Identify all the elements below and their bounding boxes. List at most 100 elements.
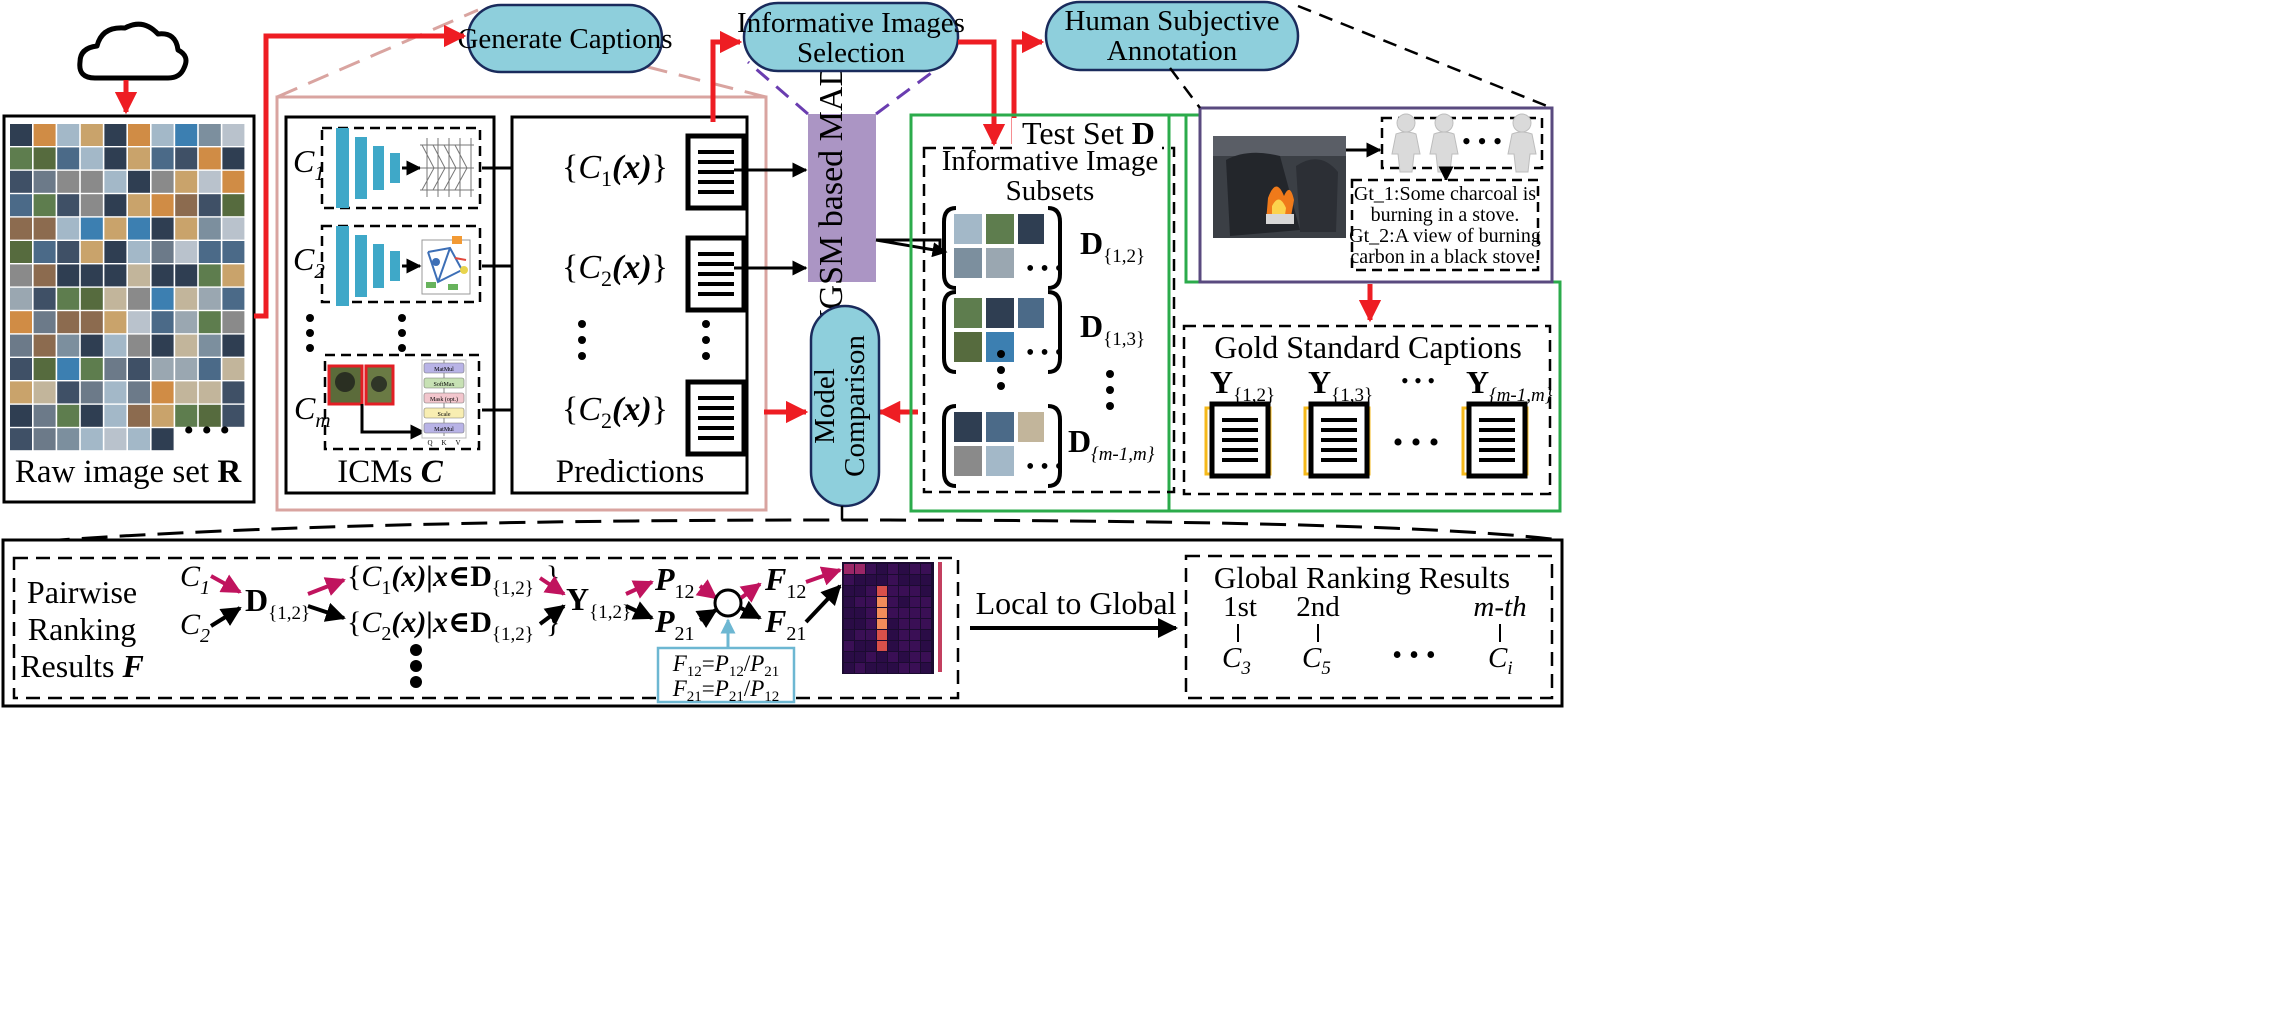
rank-2nd-label: 2nd [1296,591,1340,623]
photo-thumbnail [866,575,876,585]
photo-thumbnail [198,147,221,170]
photo-thumbnail [855,597,865,607]
rank-more-dots: • • • [1392,640,1435,671]
photo-thumbnail [57,404,80,427]
gold-title-dots: • • • [1401,368,1435,393]
photo-thumbnail [921,652,931,662]
photo-thumbnail [899,564,909,574]
raw-to-generate-captions-arrow [254,24,467,319]
photo-thumbnail [33,264,56,287]
photo-thumbnail [175,404,198,427]
photo-thumbnail [33,358,56,380]
photo-thumbnail [844,630,854,640]
svg-text:F12=P12/P21: F12=P12/P21 [672,651,780,680]
photo-thumbnail [57,334,80,357]
svg-text:F21: F21 [764,603,806,645]
photo-thumbnail [128,194,150,217]
raw-image-more-dots: • • • [183,414,230,447]
icm-c1-rnn-decoder [420,138,474,197]
photo-thumbnail [128,264,150,287]
rank-2nd-model: C5 [1302,642,1331,679]
photo-thumbnail [899,586,909,596]
photo-thumbnail [128,287,150,310]
photo-thumbnail [855,564,865,574]
photo-thumbnail [33,124,56,146]
icm-c1-label: C1 [293,143,325,185]
subset-dm-label: D{m-1,m} [1068,423,1155,465]
photo-thumbnail [198,241,221,263]
photo-thumbnail [128,147,150,170]
rank-mth-model: Ci [1488,642,1513,679]
photo-thumbnail [80,404,103,427]
subset-more-dots: • • • [1026,256,1063,282]
ngsm-mad-label: NGSM based MAD [813,62,850,334]
photo-thumbnail [222,124,245,146]
photo-thumbnail [104,381,127,404]
icm-cm-image-patches [327,364,395,406]
subset-d12-label: D{1,2} [1080,225,1145,267]
photo-thumbnail [10,404,32,427]
photo-thumbnail [128,217,150,240]
global-ranking-title: Global Ranking Results [1214,560,1510,595]
svg-text:C2: C2 [180,608,210,647]
prediction-cm: {C2(x)} [562,391,668,433]
photo-thumbnail [855,619,865,629]
icm-c1-network-box [320,126,482,210]
informative-subset-thumbnails: • • •• • •• • • [942,206,1063,488]
photo-thumbnail [104,147,127,170]
icms-label: ICMs C [337,454,443,490]
subset-bracket [942,404,1062,488]
photo-thumbnail [222,170,245,193]
svg-text:Informative Images: Informative Images [737,7,965,39]
icms-panel: C1 C2 Cm [284,115,496,495]
photo-thumbnail [899,641,909,651]
photo-thumbnail [128,241,150,263]
photo-thumbnail [33,170,56,193]
photo-thumbnail [855,575,865,585]
photo-thumbnail [128,358,150,380]
model-comparison-zoom-curve-left [5,518,843,546]
photo-thumbnail [986,248,1014,278]
rank-mth-label: m-th [1473,591,1526,623]
photo-thumbnail [844,575,854,585]
photo-thumbnail [910,619,920,629]
photo-thumbnail [222,404,245,427]
photo-thumbnail [151,147,174,170]
subset-more-dots: • • • [1026,454,1063,480]
photo-thumbnail [222,287,245,310]
photo-thumbnail [104,358,127,380]
photo-thumbnail [57,311,80,334]
svg-text:Scale: Scale [438,412,451,418]
svg-text:K: K [441,439,446,447]
photo-thumbnail [866,564,876,574]
photo-thumbnail [888,586,898,596]
photo-thumbnail [151,124,174,146]
svg-text:D{1,2}: D{1,2} [245,582,310,624]
photo-thumbnail [128,311,150,334]
photo-thumbnail [222,217,245,240]
photo-thumbnail [1018,412,1044,442]
prediction-c1: {C1(x)} [562,149,668,191]
photo-thumbnail [866,619,876,629]
pairwise-ranking-panel [12,556,960,700]
photo-thumbnail [888,608,898,618]
photo-thumbnail [921,641,931,651]
photo-thumbnail [33,241,56,263]
model-comparison-node: Model Comparison [809,304,881,508]
photo-thumbnail [57,287,80,310]
photo-thumbnail [954,298,982,328]
gold-standard-captions-panel: Gold Standard Captions Y{1,2} Y{1,3} Y{m… [1182,324,1553,496]
photo-thumbnail [844,663,854,673]
photo-thumbnail [198,124,221,146]
photo-thumbnail [921,575,931,585]
photo-thumbnail [104,217,127,240]
photo-thumbnail [198,358,221,380]
photo-thumbnail [80,358,103,380]
photo-thumbnail [33,381,56,404]
svg-text:C1: C1 [180,560,210,599]
stove-photo [1213,136,1346,238]
photo-thumbnail [128,404,150,427]
photo-thumbnail [866,597,876,607]
photo-thumbnail [888,575,898,585]
svg-text:V: V [455,439,460,447]
